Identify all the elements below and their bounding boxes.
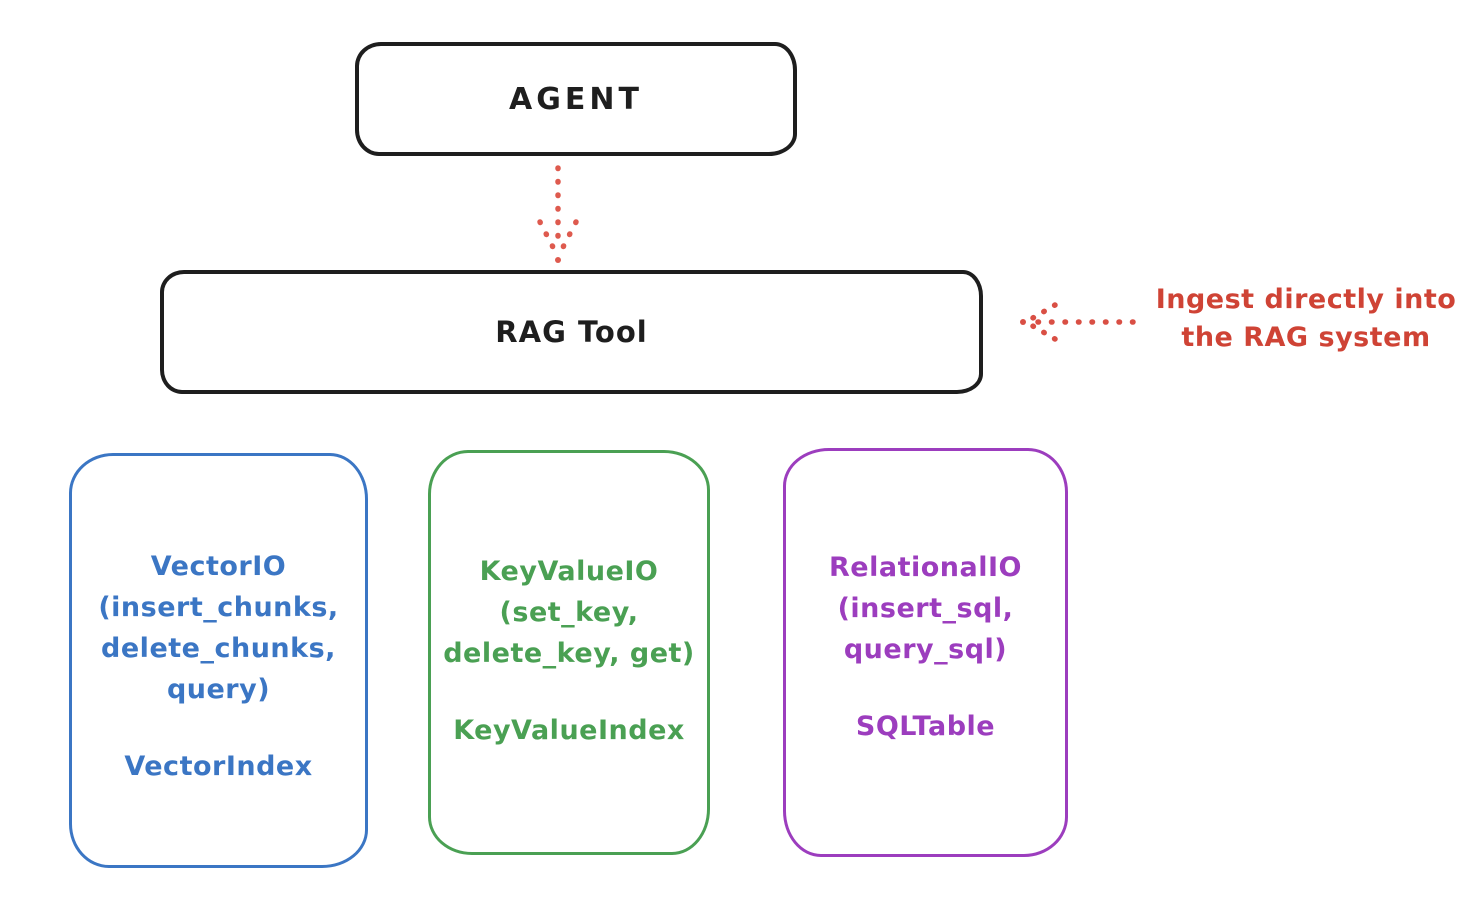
ingest-annotation: Ingest directly into the RAG system bbox=[1140, 281, 1472, 357]
vector-io-box: VectorIO (insert_chunks, delete_chunks, … bbox=[69, 453, 368, 868]
relational-io-title: RelationalIO bbox=[829, 552, 1022, 583]
relational-io-box: RelationalIO (insert_sql, query_sql) SQL… bbox=[783, 448, 1068, 857]
agent-box: AGENT bbox=[355, 42, 797, 156]
vector-io-methods-line2: delete_chunks, bbox=[101, 633, 336, 664]
sql-table-label: SQLTable bbox=[855, 711, 996, 742]
keyvalue-io-methods-line1: (set_key, bbox=[499, 597, 639, 628]
keyvalue-io-title: KeyValueIO bbox=[479, 556, 659, 587]
vector-io-methods-line3: query) bbox=[166, 674, 271, 705]
keyvalue-io-methods-line2: delete_key, get) bbox=[443, 638, 695, 669]
relational-io-methods-line2: query_sql) bbox=[843, 634, 1008, 665]
ingest-arrow-icon bbox=[1020, 302, 1136, 342]
ingest-annotation-line2: the RAG system bbox=[1181, 322, 1431, 353]
ingest-annotation-line1: Ingest directly into bbox=[1155, 284, 1457, 315]
vector-index-label: VectorIndex bbox=[124, 751, 313, 782]
keyvalue-io-box: KeyValueIO (set_key, delete_key, get) Ke… bbox=[428, 450, 710, 855]
agent-label: AGENT bbox=[509, 81, 643, 117]
rag-tool-label: RAG Tool bbox=[495, 315, 648, 349]
agent-to-ragtool-arrow-icon bbox=[537, 165, 579, 263]
vector-io-methods-line1: (insert_chunks, bbox=[98, 592, 339, 623]
vector-io-title: VectorIO bbox=[150, 551, 287, 582]
relational-io-methods-line1: (insert_sql, bbox=[837, 593, 1014, 624]
keyvalue-index-label: KeyValueIndex bbox=[453, 715, 685, 746]
rag-tool-box: RAG Tool bbox=[160, 270, 983, 394]
